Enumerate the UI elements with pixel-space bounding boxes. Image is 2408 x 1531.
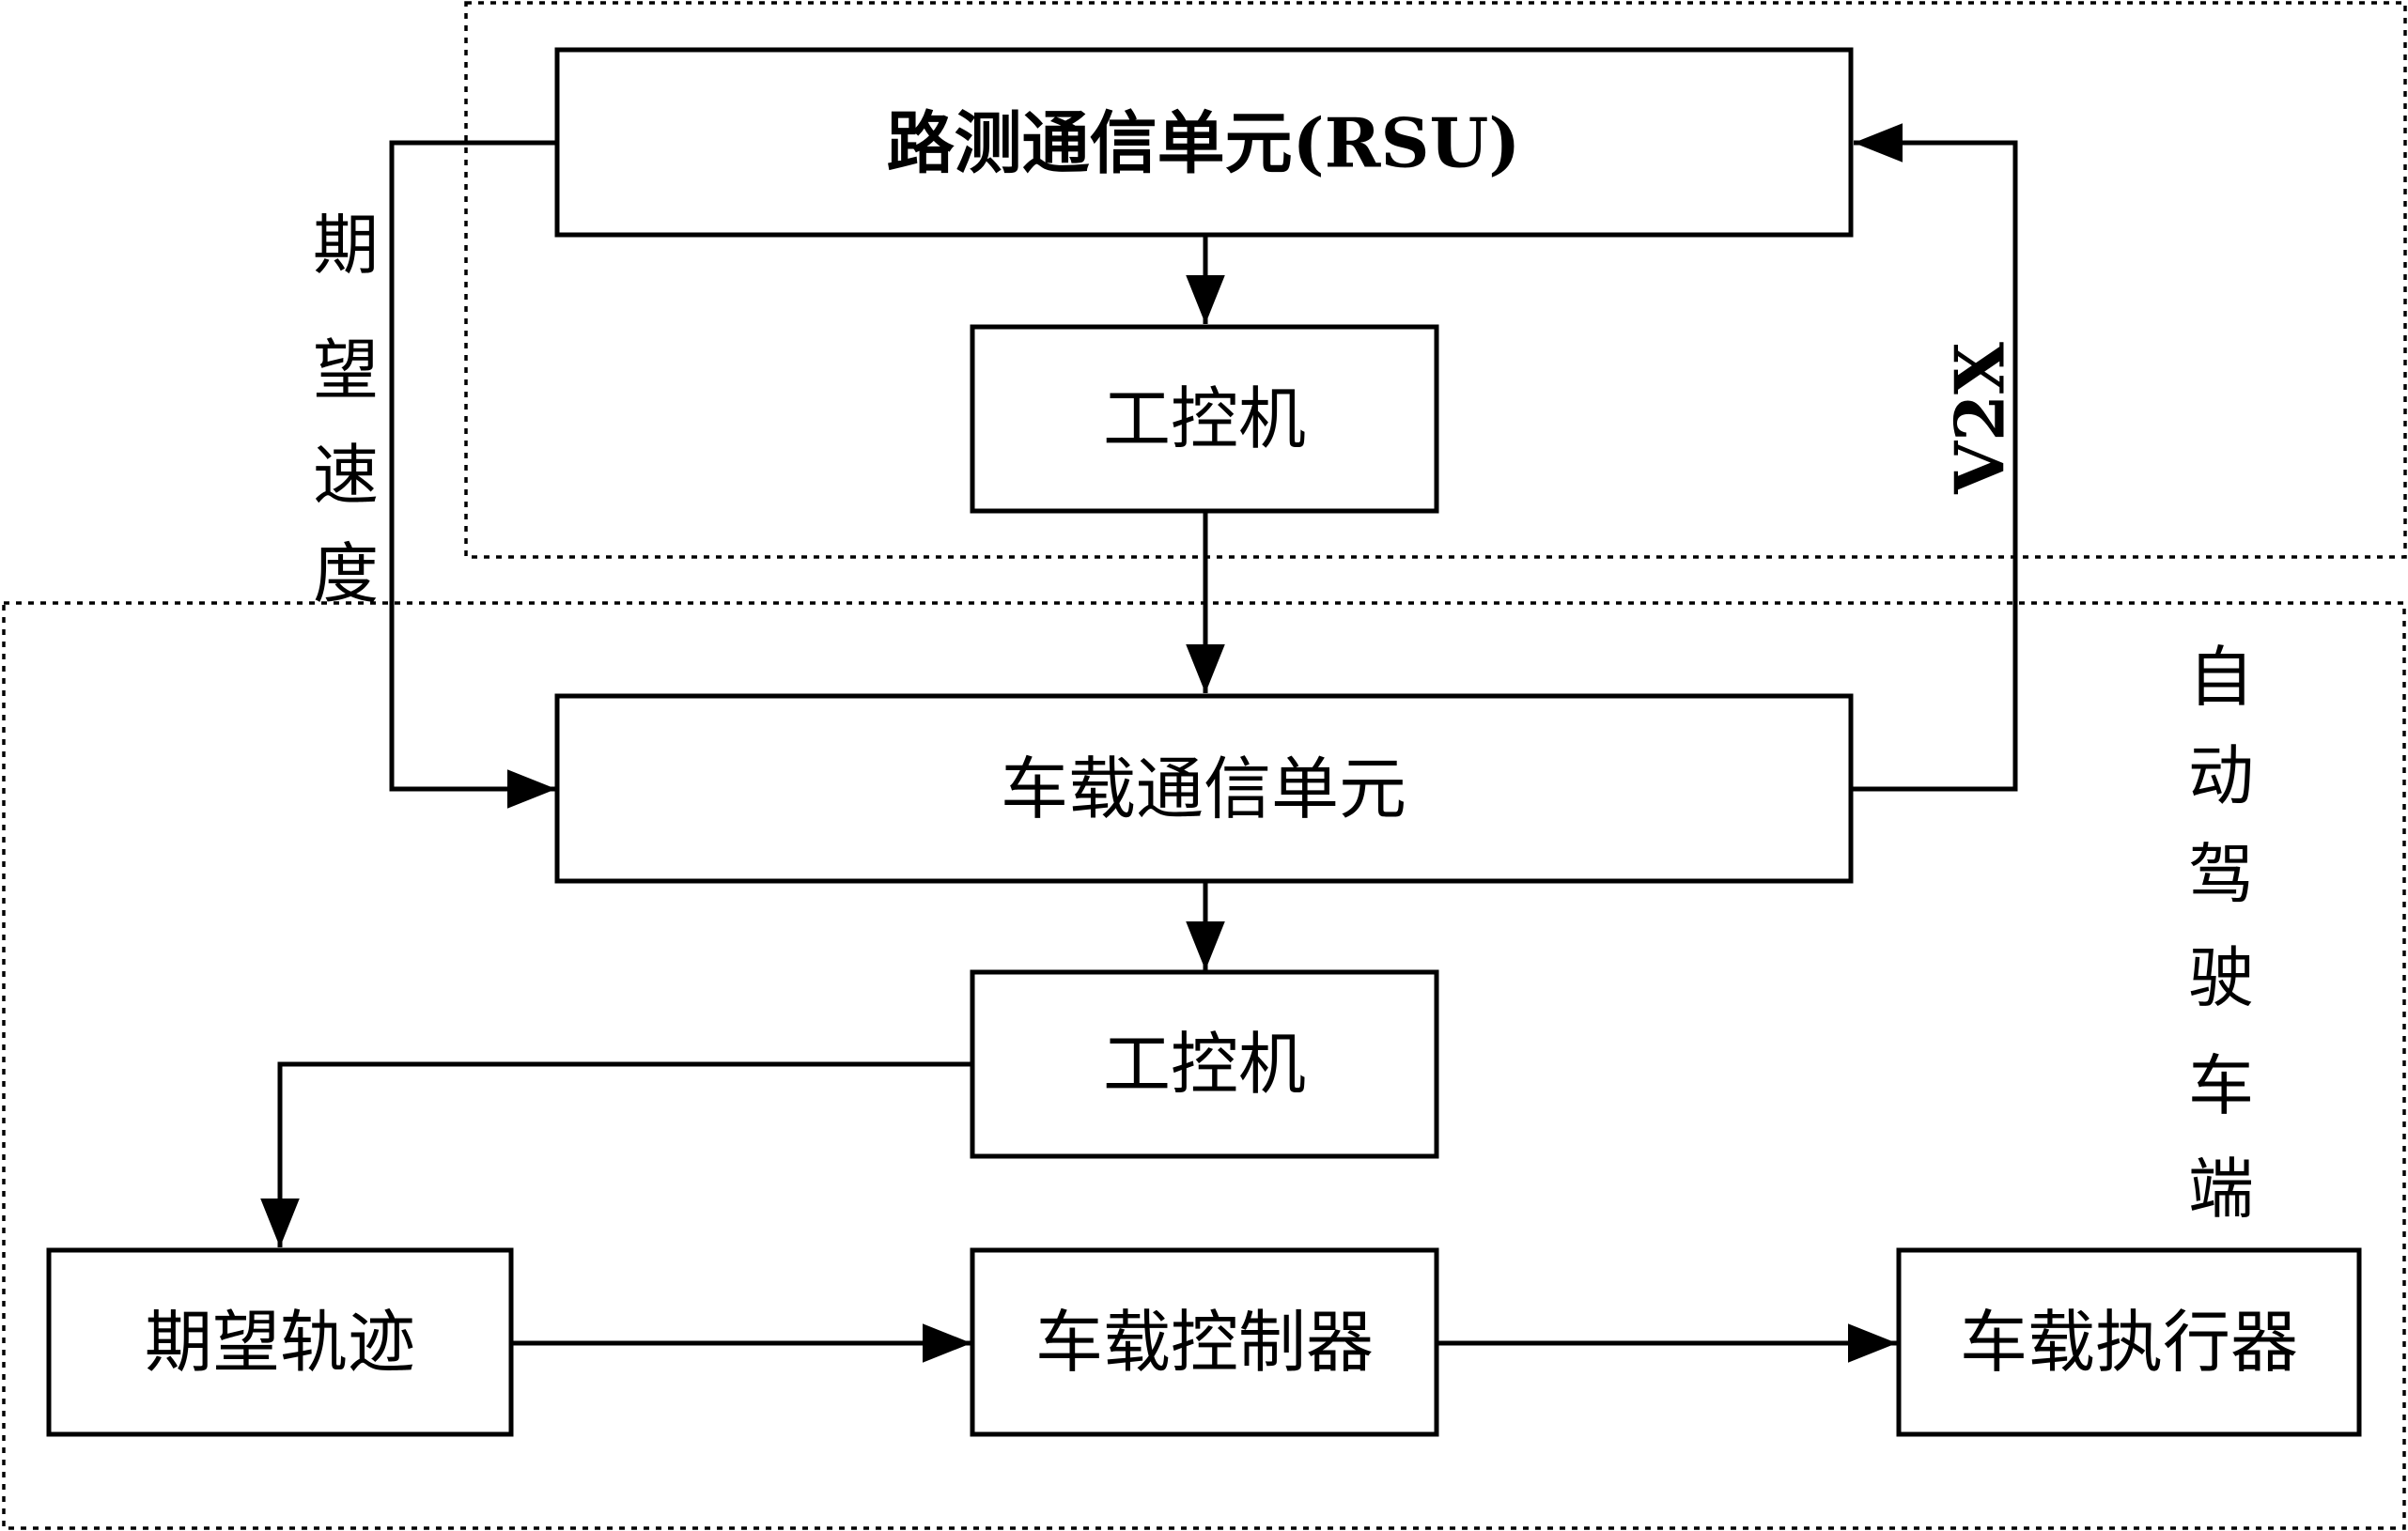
- vehicle-side-char: 自: [2188, 639, 2254, 716]
- rsu-label: 路测通信单元(RSU): [887, 103, 1521, 183]
- edge-expected-speed: [389, 140, 556, 809]
- expected-speed-label: 期 望 速 度: [313, 207, 379, 612]
- vehicle-side-label: 自 动 驾 驶 车 端: [2188, 639, 2254, 1228]
- expected-speed-char: 速: [313, 437, 379, 514]
- expected-speed-char: 期: [313, 207, 379, 284]
- edge-v2x: [1851, 123, 2018, 792]
- controller-label: 车载控制器: [1035, 1303, 1374, 1382]
- v2x-label: V2X: [1940, 342, 2020, 495]
- expected-speed-char: 度: [313, 535, 379, 612]
- actuator-label: 车载执行器: [1960, 1303, 2298, 1382]
- expected-speed-char: 望: [313, 332, 379, 409]
- vehicle-ipc-label: 工控机: [1103, 1025, 1306, 1104]
- vehicle-side-char: 端: [2188, 1151, 2254, 1228]
- obu-box: 车载通信单元: [554, 693, 1854, 884]
- trajectory-label: 期望轨迹: [145, 1303, 415, 1382]
- roadside-ipc-label: 工控机: [1103, 379, 1306, 458]
- roadside-ipc-box: 工控机: [970, 324, 1439, 514]
- edge-vehicle-ipc-to-trajectory: [260, 1061, 971, 1247]
- actuator-box: 车载执行器: [1896, 1247, 2362, 1437]
- vehicle-side-char: 驶: [2188, 939, 2254, 1016]
- vehicle-ipc-box: 工控机: [970, 969, 1439, 1159]
- vehicle-side-char: 驾: [2188, 836, 2254, 913]
- rsu-box: 路测通信单元(RSU): [554, 47, 1854, 238]
- controller-box: 车载控制器: [970, 1247, 1439, 1437]
- vehicle-side-char: 动: [2188, 737, 2254, 814]
- vehicle-side-char: 车: [2188, 1047, 2254, 1124]
- roadside-region: [464, 1, 2407, 559]
- trajectory-box: 期望轨迹: [46, 1247, 514, 1437]
- obu-label: 车载通信单元: [1001, 750, 1406, 828]
